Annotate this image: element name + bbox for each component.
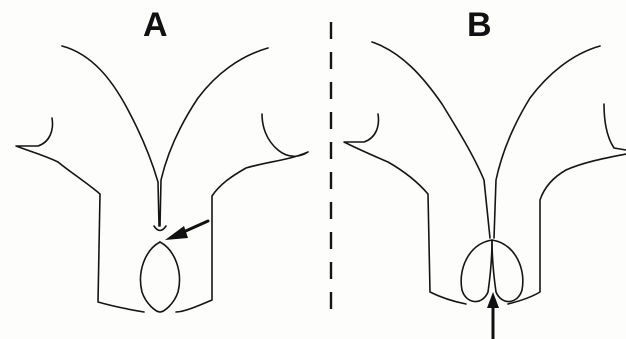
panel-b-left-outline (372, 42, 490, 238)
panel-a-left-petal (141, 242, 160, 312)
panel-a-label: A (143, 6, 168, 44)
panel-b-right-lobe (508, 104, 626, 304)
panel-a-left-outline (62, 46, 159, 226)
panel-a-left-lobe (16, 118, 144, 312)
panel-a-drawing (16, 46, 308, 312)
panel-b-label: B (467, 6, 492, 44)
panel-b-drawing (344, 42, 626, 339)
panel-b-left-lobe (344, 114, 466, 304)
panel-b-right-outline (494, 46, 600, 238)
panel-a-right-petal (160, 242, 179, 312)
panel-b-right-petal (492, 240, 523, 302)
panel-a-right-outline (160, 48, 268, 226)
panel-a-arrow-head (165, 226, 188, 240)
panel-a-right-lobe (176, 114, 308, 312)
panel-b-left-petal (461, 240, 492, 302)
